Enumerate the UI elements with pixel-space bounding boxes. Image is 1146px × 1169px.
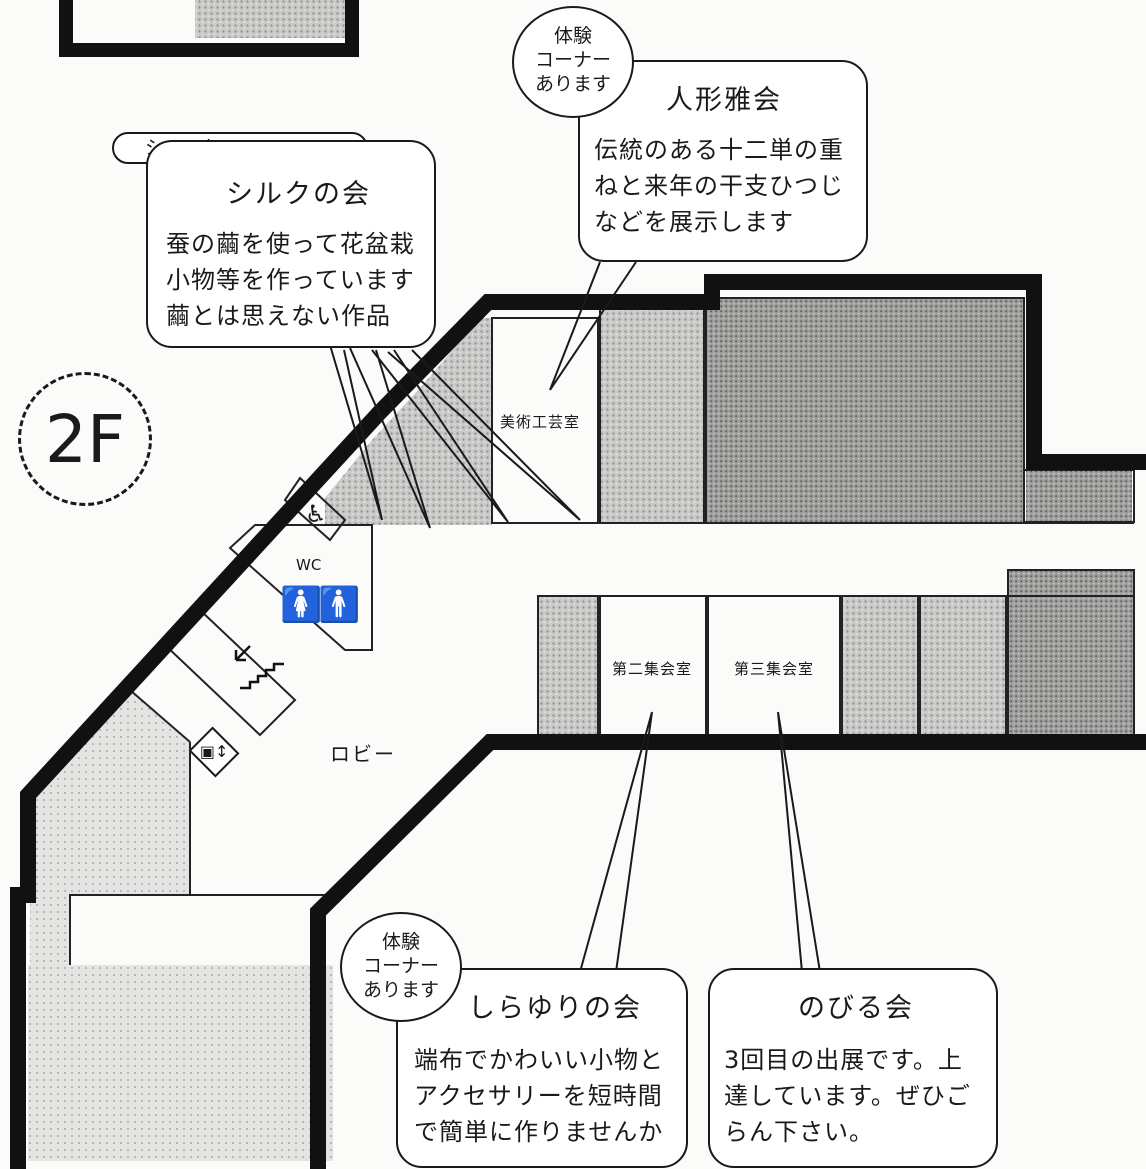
room-label-bijutsu: 美術工芸室 bbox=[500, 413, 581, 431]
callout-shirayuri: しらゆりの会 端布でかわいい小物と アクセサリーを短時間 で簡単に作りませんか bbox=[396, 968, 688, 1168]
inner-wall-lines bbox=[33, 418, 490, 910]
floor-marker: 2F bbox=[18, 372, 152, 506]
callout-silk-body: 蚕の繭を使って花盆栽 小物等を作っています 繭とは思えない作品 bbox=[166, 230, 415, 330]
callout-nobiru: のびる会 3回目の出展です。上 達しています。ぜひご らん下さい。 bbox=[708, 968, 998, 1168]
callout-leaders bbox=[329, 261, 821, 973]
restroom-icon: 🚺🚹 bbox=[280, 585, 361, 625]
room-outlines bbox=[69, 297, 1135, 965]
wheelchair-icon: ♿ bbox=[305, 500, 327, 528]
callout-nobiru-title: のびる会 bbox=[798, 993, 914, 1024]
room-label-daini: 第二集会室 bbox=[612, 660, 693, 678]
experience-tag-shirayuri: 体験 コーナー あります bbox=[340, 912, 462, 1022]
callout-ningyo-title: 人形雅会 bbox=[666, 85, 782, 116]
callout-nobiru-body: 3回目の出展です。上 達しています。ぜひご らん下さい。 bbox=[724, 1046, 971, 1146]
callout-shirayuri-body: 端布でかわいい小物と アクセサリーを短時間 で簡単に作りませんか bbox=[414, 1046, 664, 1146]
callout-silk-title: シルクの会 bbox=[226, 179, 371, 210]
top-left-room bbox=[59, 0, 359, 57]
callout-ningyo-body: 伝統のある十二単の重 ねと来年の干支ひつじ などを展示します bbox=[594, 136, 844, 236]
wc-label: WC bbox=[296, 556, 322, 574]
stairs-down-icon bbox=[232, 638, 288, 692]
callout-ningyo: 人形雅会 伝統のある十二単の重 ねと来年の干支ひつじ などを展示します bbox=[578, 60, 868, 262]
rooms-shaded bbox=[28, 298, 1134, 1161]
callout-silk: シルクの会 蚕の繭を使って花盆栽 小物等を作っています 繭とは思えない作品 bbox=[146, 140, 436, 348]
experience-tag-ningyo: 体験 コーナー あります bbox=[512, 6, 634, 118]
room-label-daisan: 第三集会室 bbox=[734, 660, 815, 678]
callout-shirayuri-title: しらゆりの会 bbox=[468, 993, 642, 1024]
lobby-label: ロビー bbox=[330, 742, 396, 766]
outer-walls bbox=[10, 274, 1146, 1169]
